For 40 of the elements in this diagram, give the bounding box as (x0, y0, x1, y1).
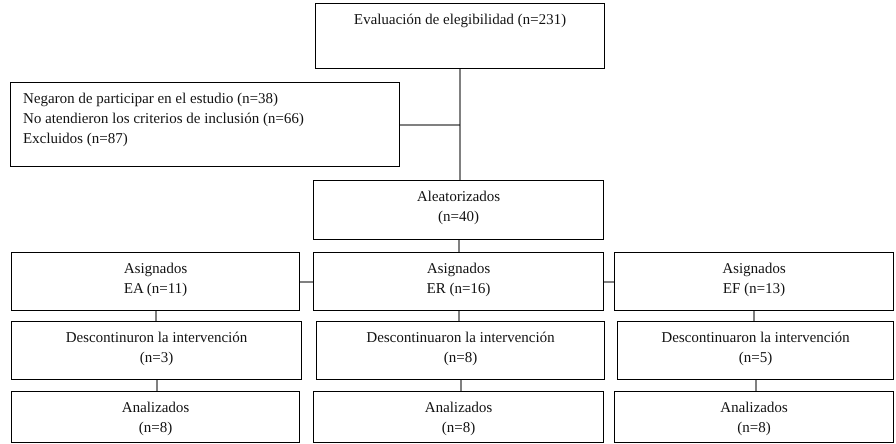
box-text: Asignados (722, 260, 786, 279)
box-text: Evaluación de elegibilidad (n=231) (354, 11, 566, 30)
box-text: (n=8) (737, 419, 771, 438)
box-text: (n=8) (138, 419, 172, 438)
box-text: Descontinuaron la intervención (661, 329, 850, 348)
box-text: Asignados (124, 260, 188, 279)
box-text: Analizados (424, 399, 492, 418)
process-box (313, 252, 604, 311)
process-box (11, 391, 300, 443)
process-box (11, 321, 302, 380)
process-box (313, 180, 604, 240)
box-text: (n=8) (442, 419, 476, 438)
process-box (315, 3, 605, 69)
process-box (614, 391, 894, 443)
connector-line (460, 380, 462, 392)
process-box (10, 82, 400, 167)
connector-line (458, 310, 460, 322)
box-text: Aleatorizados (416, 188, 500, 207)
box-text: Analizados (720, 399, 788, 418)
process-box (614, 252, 894, 311)
box-text: EF (n=13) (722, 280, 786, 299)
connector-line (458, 240, 460, 252)
process-box (11, 252, 300, 311)
process-box (316, 321, 605, 380)
process-box (313, 391, 604, 443)
box-text: Excluidos (n=87) (23, 130, 128, 149)
box-text: (n=3) (140, 349, 174, 368)
box-text: Descontinuron la intervención (66, 329, 248, 348)
box-text: (n=8) (444, 349, 478, 368)
box-text: Asignados (426, 260, 490, 279)
connector-line (156, 380, 158, 392)
box-text: Descontinuaron la intervención (366, 329, 555, 348)
box-text: No atendieron los criterios de inclusión (n=66) (23, 110, 304, 129)
process-box (617, 321, 894, 380)
box-text: ER (n=16) (426, 280, 490, 299)
box-text: Analizados (122, 399, 190, 418)
box-text: (n=5) (738, 349, 772, 368)
box-text: Negaron de participar en el estudio (n=38) (23, 90, 278, 109)
box-text: (n=40) (438, 208, 479, 227)
box-text: EA (n=11) (124, 280, 188, 299)
